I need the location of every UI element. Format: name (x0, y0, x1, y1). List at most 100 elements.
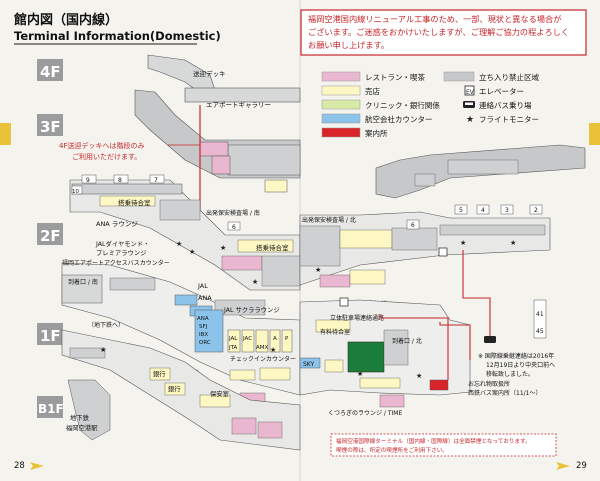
gate-4: 4 (481, 207, 485, 214)
airplane-icon (30, 462, 44, 470)
flight-monitor: ★ (315, 266, 321, 274)
legend-swatch-info (321, 127, 361, 138)
renewal-notice-box (300, 9, 587, 56)
bus-stop-area: 41 45 (533, 299, 547, 339)
title-jp: 館内図（国内線） (14, 12, 118, 28)
parking-label: 立体駐車場連絡通路 (330, 314, 384, 322)
ana-label: ANA (198, 294, 212, 302)
floor-1f-marker: 1F (37, 323, 63, 345)
page-number-right: 29 (576, 461, 587, 471)
svg-text:EV: EV (466, 89, 475, 96)
counter-jac: JAC (242, 336, 252, 342)
legend-restaurant: レストラン・喫茶 (365, 72, 425, 82)
title-en: Terminal Information(Domestic) (14, 29, 221, 43)
flight-monitors-right: ★ ★ ★ ★ ★ (315, 239, 516, 380)
lost-found-line-1: お忘れ物取扱所 (468, 380, 510, 388)
bus-icon (484, 336, 496, 343)
elevator-icon (438, 247, 448, 257)
south-security-label: 出発保安検査場 / 南 (206, 209, 260, 217)
bank-label-2: 銀行 (168, 384, 181, 393)
gate-2: 2 (534, 207, 538, 214)
legend-restricted: 立ち入り禁止区域 (479, 72, 539, 82)
legend-swatch-shop (321, 85, 361, 96)
north-security-label: 出発保安検査場 / 北 (302, 216, 356, 224)
legend-swatch-airline (321, 113, 361, 124)
arrival-north-label: 到着口 / 北 (392, 337, 422, 345)
notice-line-2: ございます。ご迷惑をおかけいたしますが、ご理解ご協力の程よろしく (308, 27, 569, 37)
gate-5: 5 (459, 207, 463, 214)
legend-shop: 売店 (365, 86, 380, 96)
star-icon: ★ (466, 115, 474, 125)
floor-2f-marker: 2F (37, 223, 63, 245)
flight-monitor: ★ (100, 346, 106, 354)
page-number-left: 28 (14, 461, 25, 471)
flight-monitor: ★ (416, 372, 422, 380)
legend-monitor: フライトモニター (479, 115, 539, 124)
info-desk-north (429, 379, 449, 391)
counter-orc: ORC (199, 340, 211, 346)
bus-icon (463, 101, 475, 108)
gate-8: 8 (118, 177, 122, 184)
subway-station-line-1: 地下鉄 (70, 413, 90, 422)
jal-diamond-line-2: プレミアラウンジ (96, 249, 146, 257)
access-bus-label: 福岡エアポートアクセスバスカウンター (62, 259, 170, 267)
flight-monitor: ★ (510, 239, 516, 247)
counter-jta: JTA (228, 345, 238, 351)
flight-monitor: ★ (176, 240, 182, 248)
ana-lounge-south: ANA ラウンジ (96, 220, 138, 228)
floor-1f-north (299, 299, 471, 408)
svg-text:1F: 1F (40, 327, 61, 345)
floor-3f-marker: 3F (37, 114, 63, 136)
flight-monitor: ★ (189, 248, 195, 256)
jal-label: JAL (197, 282, 208, 290)
legend-info: 案内所 (365, 128, 388, 138)
flight-monitor: ★ (252, 278, 258, 286)
boarding-lobby-south-2: 搭乗待合室 (256, 243, 289, 252)
counter-ana: ANA (197, 316, 209, 322)
legend-swatch-restricted (443, 71, 475, 82)
flight-monitor: ★ (460, 239, 466, 247)
lost-found-line-2: 西鉄バス案内所（11/1〜） (468, 389, 541, 397)
floor-b1f-marker: B1F (37, 396, 64, 418)
floor-4f-marker: 4F (37, 59, 63, 81)
security-room-label: 保安室 (210, 389, 229, 398)
floor-3f (134, 89, 301, 193)
deck-note-2: ご利用いただけます。 (72, 152, 141, 161)
paid-lobby-block (347, 341, 385, 373)
gate-6-south: 6 (232, 224, 236, 231)
to-subway-label: （地下鉄へ） (88, 321, 124, 329)
sakura-lounge-label: JAL サクララウンジ (223, 306, 280, 314)
flight-monitor: ★ (220, 244, 226, 252)
gate-3: 3 (505, 207, 509, 214)
counter-a: A (273, 336, 277, 342)
arrival-south-label: 到着口 / 南 (68, 278, 98, 286)
svg-text:B1F: B1F (38, 402, 64, 416)
floor-markers: 4F 3F 2F 1F B1F (37, 59, 64, 418)
svg-text:3F: 3F (40, 118, 61, 136)
deck-label: 送迎デッキ (193, 69, 226, 78)
floor-2f-south: 9 8 7 10 搭乗待合室 ANA ラウンジ 出発保安検査場 / 南 6 搭乗… (69, 174, 301, 291)
gate-10: 10 (72, 189, 79, 195)
intl-move-line-2: 12月19日より中央口前へ (486, 361, 555, 369)
counter-amx: AMX (256, 345, 269, 351)
legend-bus: 連絡バス乗り場 (479, 100, 532, 110)
smoking-note-line-2: 喫煙の際は、所定の喫煙所をご利用下さい。 (336, 446, 448, 454)
counter-sfj: SFJ (199, 324, 208, 330)
map-legend: レストラン・喫茶 売店 クリニック・銀行関係 航空会社カウンター 案内所 立ち入… (321, 71, 539, 138)
gate-9: 9 (86, 177, 90, 184)
notice-line-3: お願い申し上げます。 (308, 40, 389, 50)
bus-stop-41: 41 (536, 311, 544, 318)
elevator-icon: EV (464, 85, 475, 96)
intl-move-line-3: 移転致しました。 (486, 370, 534, 378)
intl-move-line-1: ※ 国際線乗継連絡は2016年 (478, 352, 554, 360)
legend-clinic: クリニック・銀行関係 (365, 100, 440, 110)
flight-monitors-left: ★ ★ ★ ★ ★ ★ (100, 240, 276, 354)
subway-station-line-2: 福岡空港駅 (66, 423, 98, 432)
floor-2f-north: 5 4 3 2 6 (299, 204, 551, 288)
paid-lobby-label: 有料待合室 (320, 328, 350, 336)
gate-6-north: 6 (411, 222, 415, 229)
smoking-note-line-1: 福岡空港国際線ターミナル（国内線・国際線）は全面禁煙となっております。 (336, 437, 531, 445)
svg-text:4F: 4F (40, 63, 61, 81)
svg-text:2F: 2F (40, 227, 61, 245)
legend-elevator: エレベーター (479, 87, 524, 96)
